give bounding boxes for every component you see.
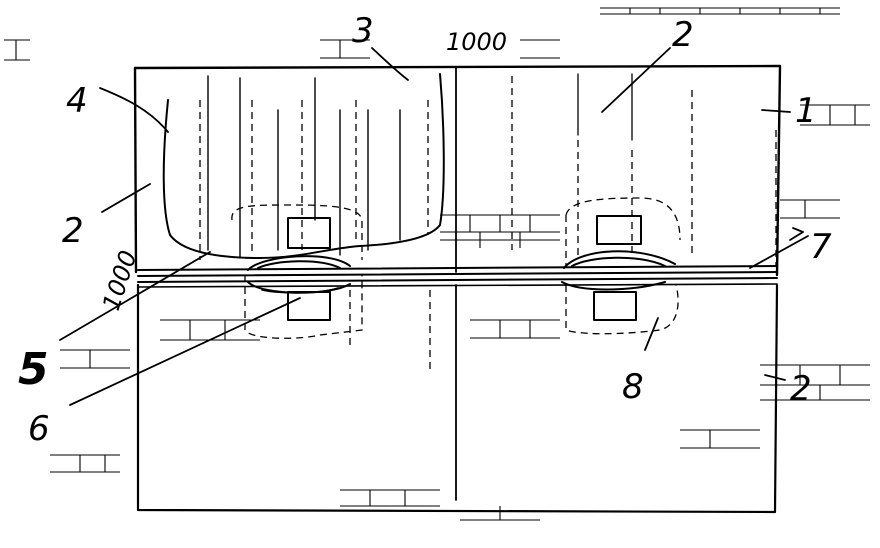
label-6: 6 <box>28 409 50 449</box>
brick-background <box>4 7 870 521</box>
label-7: 7 <box>810 227 832 267</box>
bag-outline <box>162 73 445 259</box>
label-1: 1 <box>795 91 817 131</box>
label-4: 4 <box>66 81 88 121</box>
connector-right <box>561 197 681 335</box>
dimension-labels: 1000 1000 <box>97 28 507 314</box>
label-2-bottom: 2 <box>790 369 812 409</box>
panel-outline <box>133 64 782 514</box>
vertical-lines <box>199 73 777 370</box>
label-8: 8 <box>622 367 644 407</box>
connector-left <box>231 204 363 339</box>
dimension-horizontal: 1000 <box>446 28 507 56</box>
label-5: 5 <box>18 344 49 395</box>
reference-labels: 1 2 2 2 3 4 5 6 7 8 <box>18 11 832 449</box>
leader-lines <box>59 47 809 406</box>
dimension-vertical: 1000 <box>97 247 143 314</box>
label-3: 3 <box>352 11 374 51</box>
joint-seam <box>137 265 778 288</box>
label-2-top: 2 <box>672 15 694 55</box>
label-2-left: 2 <box>62 211 84 251</box>
